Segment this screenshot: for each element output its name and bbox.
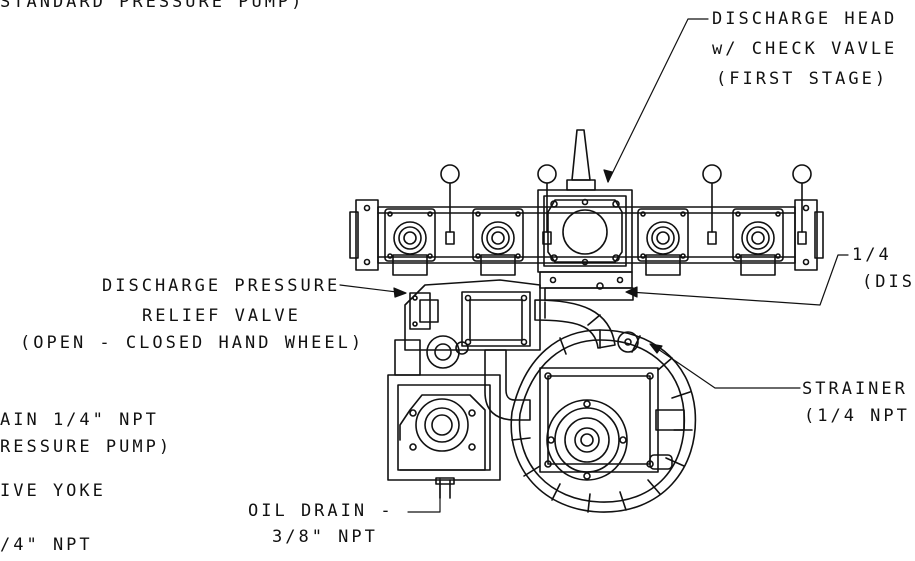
- label-discharge-head-2: w/ CHECK VAVLE: [712, 39, 898, 59]
- label-strainer-1: STRAINER: [802, 379, 908, 399]
- label-quarter-npt-1: 1/4: [852, 245, 892, 265]
- label-oil-drain-1: OIL DRAIN -: [248, 501, 394, 521]
- label-left-drain-1: AIN 1/4" NPT: [0, 410, 159, 430]
- elbow-pipe: [484, 299, 639, 421]
- label-relief-2: RELIEF VALVE: [142, 306, 301, 326]
- manifold-valve-3: [637, 208, 689, 276]
- label-standard-pressure-pump: STANDARD PRESSURE PUMP): [0, 0, 305, 12]
- label-drive-yoke: IVE YOKE: [0, 481, 106, 501]
- label-quarter-npt-2: (DIS: [862, 272, 915, 292]
- relief-valve: [404, 279, 541, 369]
- label-oil-drain-2: 3/8" NPT: [272, 527, 378, 547]
- label-discharge-head-3: (FIRST STAGE): [716, 69, 889, 89]
- leader-lines: [339, 18, 849, 513]
- label-discharge-head-1: DISCHARGE HEAD: [712, 9, 898, 29]
- discharge-head: [537, 129, 634, 301]
- pump-gearbox: [387, 339, 501, 499]
- pump-volute: [510, 329, 697, 513]
- label-relief-1: DISCHARGE PRESSURE: [102, 276, 341, 296]
- label-left-npt: /4" NPT: [0, 535, 93, 555]
- manifold-valve-1: [384, 208, 436, 276]
- manifold-valve-2: [472, 208, 524, 276]
- label-strainer-2: (1/4 NPT: [804, 406, 910, 426]
- label-left-drain-2: RESSURE PUMP): [0, 437, 173, 457]
- label-relief-3: (OPEN - CLOSED HAND WHEEL): [20, 333, 365, 353]
- valve-levers: [440, 164, 812, 245]
- manifold-valve-4: [732, 208, 784, 276]
